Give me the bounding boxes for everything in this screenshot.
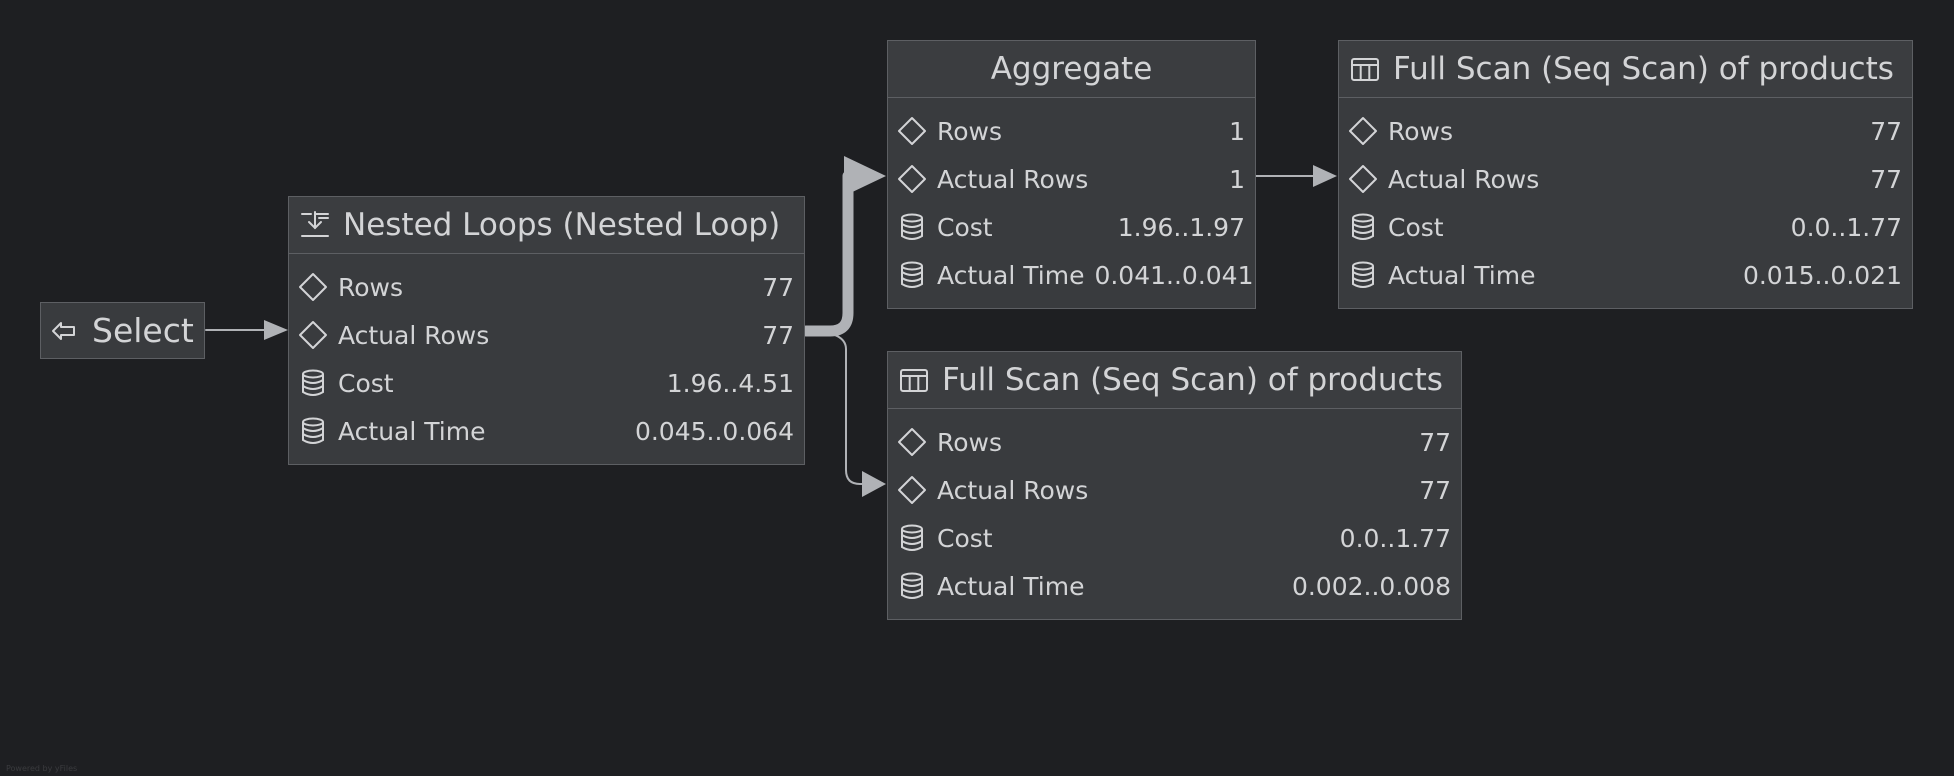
database-icon xyxy=(897,212,927,242)
stat-row-cost: Cost 0.0..1.77 xyxy=(1339,203,1912,251)
stat-row-actual-rows: Actual Rows 77 xyxy=(1339,155,1912,203)
stat-label: Cost xyxy=(937,523,993,553)
stat-value: 0.0..1.77 xyxy=(1790,212,1902,242)
stat-value: 1 xyxy=(1229,116,1245,146)
stat-row-actual-time: Actual Time 0.045..0.064 xyxy=(289,407,804,455)
diamond-icon xyxy=(1348,116,1378,146)
node-header: Nested Loops (Nested Loop) xyxy=(289,197,804,254)
watermark: Powered by yFiles xyxy=(6,764,78,773)
diamond-icon xyxy=(897,116,927,146)
stat-label: Actual Rows xyxy=(937,475,1089,505)
stat-row-rows: Rows 1 xyxy=(888,107,1255,155)
database-icon xyxy=(897,260,927,290)
arrowhead-scan-top xyxy=(1313,165,1337,187)
stat-label: Actual Time xyxy=(937,571,1085,601)
stat-row-actual-rows: Actual Rows 77 xyxy=(289,311,804,359)
nested-loop-icon xyxy=(299,209,331,241)
select-icon xyxy=(50,317,78,345)
diamond-icon xyxy=(897,427,927,457)
database-icon xyxy=(1348,212,1378,242)
stat-value: 0.015..0.021 xyxy=(1742,260,1902,290)
stat-label: Rows xyxy=(937,427,1003,457)
stat-row-rows: Rows 77 xyxy=(289,263,804,311)
edge-nested-loop-to-aggregate xyxy=(800,170,866,337)
node-title: Nested Loops (Nested Loop) xyxy=(343,207,781,243)
stat-row-cost: Cost 0.0..1.77 xyxy=(888,514,1461,562)
stat-label: Actual Time xyxy=(1388,260,1536,290)
table-icon xyxy=(898,364,930,396)
database-icon xyxy=(1348,260,1378,290)
stat-label: Actual Rows xyxy=(937,164,1089,194)
stat-label: Cost xyxy=(338,368,394,398)
stat-label: Actual Rows xyxy=(338,320,490,350)
stat-value: 77 xyxy=(1870,116,1902,146)
stat-value: 77 xyxy=(1419,427,1451,457)
database-icon xyxy=(897,571,927,601)
stat-value: 1.96..1.97 xyxy=(1117,212,1245,242)
node-title: Aggregate xyxy=(990,51,1153,87)
stat-row-actual-time: Actual Time 0.015..0.021 xyxy=(1339,251,1912,299)
diamond-icon xyxy=(897,475,927,505)
stat-label: Cost xyxy=(937,212,993,242)
database-icon xyxy=(897,523,927,553)
stat-row-cost: Cost 1.96..1.97 xyxy=(888,203,1255,251)
stat-row-actual-time: Actual Time 0.002..0.008 xyxy=(888,562,1461,610)
stat-value: 0.0..1.77 xyxy=(1339,523,1451,553)
arrowhead-nested-loop xyxy=(264,320,288,340)
diamond-icon xyxy=(298,272,328,302)
database-icon xyxy=(298,416,328,446)
stat-label: Rows xyxy=(1388,116,1454,146)
stat-value: 77 xyxy=(762,272,794,302)
diamond-icon xyxy=(897,164,927,194)
stat-row-rows: Rows 77 xyxy=(1339,107,1912,155)
stat-row-actual-time: Actual Time 0.041..0.041 xyxy=(888,251,1255,299)
node-header: Full Scan (Seq Scan) of products xyxy=(1339,41,1912,98)
stat-row-actual-rows: Actual Rows 1 xyxy=(888,155,1255,203)
stat-value: 1 xyxy=(1229,164,1245,194)
stat-value: 0.002..0.008 xyxy=(1291,571,1451,601)
node-header: Full Scan (Seq Scan) of products xyxy=(888,352,1461,409)
table-icon xyxy=(1349,53,1381,85)
stat-value: 1.96..4.51 xyxy=(666,368,794,398)
edge-nested-loop-to-scan-bottom xyxy=(805,330,867,485)
node-title: Full Scan (Seq Scan) of products xyxy=(1393,51,1894,87)
node-header: Aggregate xyxy=(888,41,1255,98)
stat-value: 0.041..0.041 xyxy=(1094,260,1254,290)
stat-label: Actual Time xyxy=(937,260,1085,290)
stat-value: 77 xyxy=(762,320,794,350)
diamond-icon xyxy=(298,320,328,350)
diamond-icon xyxy=(1348,164,1378,194)
stat-value: 0.045..0.064 xyxy=(634,416,794,446)
stat-label: Rows xyxy=(937,116,1003,146)
stat-row-rows: Rows 77 xyxy=(888,418,1461,466)
node-title: Full Scan (Seq Scan) of products xyxy=(942,362,1443,398)
stat-label: Actual Time xyxy=(338,416,486,446)
select-node[interactable]: Select xyxy=(40,302,205,359)
stat-label: Rows xyxy=(338,272,404,302)
stat-row-actual-rows: Actual Rows 77 xyxy=(888,466,1461,514)
stat-value: 77 xyxy=(1870,164,1902,194)
stat-label: Cost xyxy=(1388,212,1444,242)
database-icon xyxy=(298,368,328,398)
select-title: Select xyxy=(92,311,194,350)
arrowhead-aggregate xyxy=(844,156,886,196)
stat-label: Actual Rows xyxy=(1388,164,1540,194)
arrowhead-scan-bottom xyxy=(862,471,886,497)
stat-row-cost: Cost 1.96..4.51 xyxy=(289,359,804,407)
stat-value: 77 xyxy=(1419,475,1451,505)
